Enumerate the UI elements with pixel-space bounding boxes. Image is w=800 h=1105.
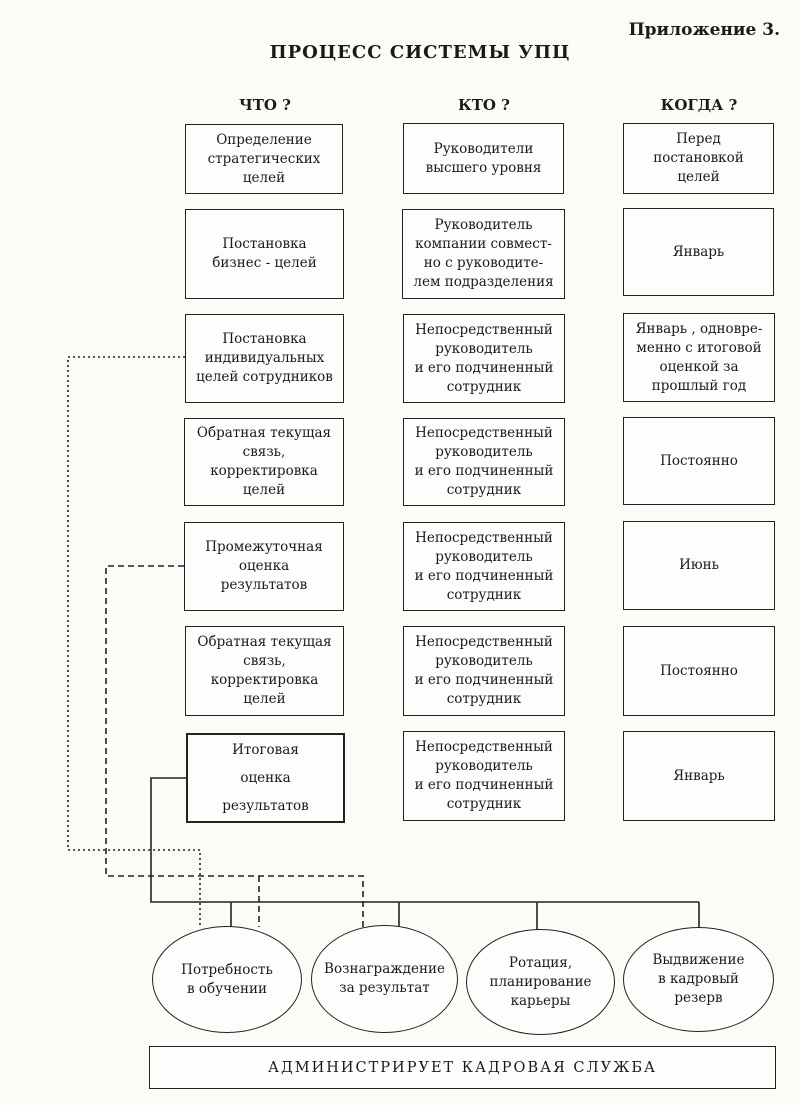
what-box-1: Определение стратегических целей	[185, 124, 343, 194]
who-box-3: Непосредственный руководитель и его подч…	[403, 314, 565, 403]
what-box-4: Обратная текущая связь, корректировка це…	[184, 418, 344, 506]
column-header-what: ЧТО ?	[239, 96, 291, 114]
who-box-5: Непосредственный руководитель и его подч…	[403, 522, 565, 611]
who-box-6: Непосредственный руководитель и его подч…	[403, 626, 565, 716]
what-box-5: Промежуточная оценка результатов	[184, 522, 344, 611]
when-box-6: Постоянно	[623, 626, 775, 716]
when-box-1: Перед постановкой целей	[623, 123, 774, 194]
solid-connector	[150, 777, 699, 903]
column-header-when: КОГДА ?	[660, 96, 738, 114]
outcome-rotation: Ротация, планирование карьеры	[466, 929, 615, 1035]
dashed-connector	[105, 565, 364, 927]
who-box-4: Непосредственный руководитель и его подч…	[403, 418, 565, 506]
dotted-connector	[67, 356, 201, 927]
outcome-training-need: Потребность в обучении	[152, 926, 302, 1033]
when-box-7: Январь	[623, 731, 775, 821]
what-box-3: Постановка индивидуальных целей сотрудни…	[185, 314, 344, 403]
when-box-4: Постоянно	[623, 417, 775, 505]
when-box-2: Январь	[623, 208, 774, 296]
what-box-6: Обратная текущая связь, корректировка це…	[185, 626, 344, 716]
diagram-title: ПРОЦЕСС СИСТЕМЫ УПЦ	[269, 42, 571, 63]
outcome-reward: Вознаграждение за результат	[311, 925, 458, 1033]
who-box-1: Руководители высшего уровня	[403, 123, 564, 194]
who-box-2: Руководитель компании совмест- но с руко…	[402, 209, 565, 299]
who-box-7: Непосредственный руководитель и его подч…	[403, 731, 565, 821]
column-header-who: КТО ?	[458, 96, 510, 114]
hr-administration-banner: АДМИНИСТРИРУЕТ КАДРОВАЯ СЛУЖБА	[149, 1046, 776, 1089]
when-box-5: Июнь	[623, 521, 775, 610]
what-box-7: Итоговая оценка результатов	[186, 733, 345, 823]
what-box-2: Постановка бизнес - целей	[185, 209, 344, 299]
outcome-talent-pool: Выдвижение в кадровый резерв	[623, 927, 774, 1032]
when-box-3: Январь , одновре- менно с итоговой оценк…	[623, 313, 775, 402]
appendix-label: Приложение 3.	[628, 20, 780, 40]
